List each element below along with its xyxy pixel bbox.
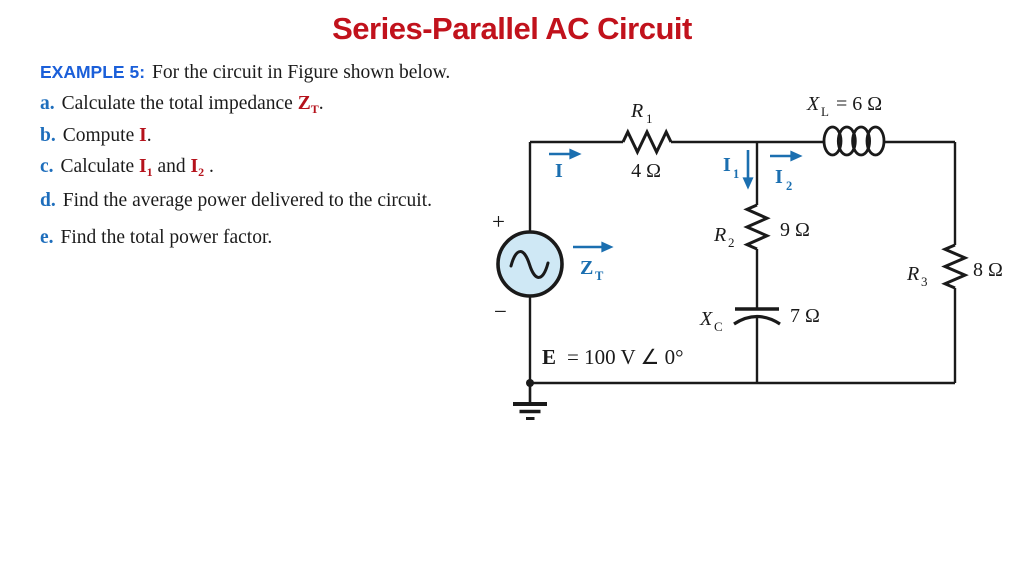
r1-label: R [630,100,643,122]
inductor-xl-symbol [822,125,886,157]
i2-label-sub: 2 [786,179,792,193]
xc-label: X [699,308,713,330]
zt-label-sub: T [595,269,604,283]
example-text: For the circuit in Figure shown below. [152,62,451,83]
r2-value: 9 Ω [780,219,810,241]
current-arrows [549,148,803,253]
item-text: and [152,156,191,177]
zt-label: Z [580,257,593,279]
item-text: Find the total power factor. [60,227,273,248]
item-letter: a. [40,93,55,114]
resistor-r2-symbol [743,203,771,251]
item-letter: d. [40,190,56,211]
crop-patch [1002,252,1024,282]
i-label: I [555,160,563,182]
r3-value: 8 Ω [973,259,1003,281]
example-heading: EXAMPLE 5: For the circuit in Figure show… [40,62,450,84]
question-item-c: c. Calculate I1 and I2 . [40,156,214,180]
question-item-d: d. Find the average power delivered to th… [40,190,432,212]
ground-symbol [513,379,547,420]
question-item-b: b. Compute I. [40,125,152,149]
item-letter: e. [40,227,54,248]
item-text: Find the average power delivered to the … [62,190,433,211]
sine-wave-icon [509,250,550,279]
example-label: EXAMPLE 5: [40,62,146,82]
r3-label-sub: 3 [921,274,928,289]
item-symbol: ZT [297,93,319,116]
i2-label: I [775,166,783,188]
r3-label: R [906,263,919,285]
resistor-r1-symbol [621,128,673,156]
question-item-a: a. Calculate the total impedance ZT. [40,93,324,117]
item-tail: . [204,156,214,177]
component-labels: R 1 4 Ω X L = 6 Ω R 2 9 Ω X C 7 Ω R 3 8 … [492,93,1024,369]
i1-label: I [723,154,731,176]
item-letter: c. [40,156,54,177]
item-text: Compute [62,125,140,146]
item-text: Calculate the total impedance [61,93,298,114]
i1-label-sub: 1 [733,167,739,181]
r1-label-sub: 1 [646,111,653,126]
source-plus-sign: + [492,209,505,234]
resistor-symbols [621,128,969,290]
r1-value: 4 Ω [631,160,661,182]
item-symbol: I1 [139,156,153,179]
xc-label-sub: C [714,319,723,334]
capacitor-xc-symbol [733,307,781,326]
item-symbol: I2 [190,156,205,179]
resistor-r3-symbol [941,243,969,290]
xl-label: X [806,93,820,115]
source-minus-sign: − [494,299,507,324]
item-tail: . [146,125,152,146]
source-e-label: E [542,345,556,369]
item-letter: b. [40,125,56,146]
r2-label: R [713,224,726,246]
xc-value: 7 Ω [790,305,820,327]
xl-label-sub: L [821,104,829,119]
item-tail: . [318,93,324,114]
voltage-source [496,230,564,298]
r2-label-sub: 2 [728,235,735,250]
circuit-wires [528,140,957,385]
item-symbol: I [139,125,147,146]
xl-value: = 6 Ω [836,93,882,115]
item-text: Calculate [60,156,140,177]
question-item-e: e. Find the total power factor. [40,227,272,249]
page-title: Series-Parallel AC Circuit [332,11,692,46]
source-e-value: = 100 V ∠ 0° [567,345,683,369]
